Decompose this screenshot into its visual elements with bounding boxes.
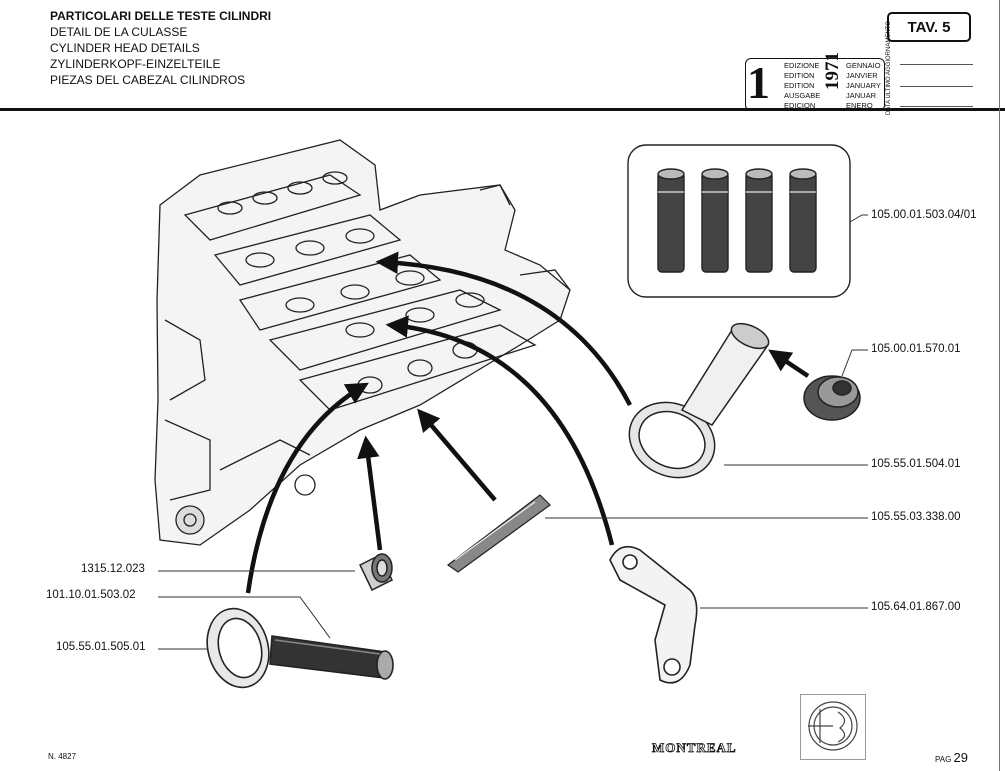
engine-block-illustration — [154, 139, 571, 546]
update-line-1 — [900, 64, 973, 65]
guide-cap — [803, 375, 861, 421]
alfa-romeo-logo — [808, 701, 858, 751]
header-rule — [0, 108, 1005, 111]
part-bush: 1315.12.023 — [81, 563, 145, 575]
left-ring — [206, 607, 270, 689]
part-gasket: 105.55.03.338.00 — [871, 511, 961, 523]
logo-box — [800, 694, 866, 760]
left-guide — [269, 635, 394, 680]
page-value: 29 — [953, 750, 969, 765]
plate-number: 5 — [942, 18, 951, 36]
bush — [359, 553, 393, 592]
brand-name: MONTREAL — [652, 740, 737, 756]
part-ring-left: 105.55.01.505.01 — [56, 641, 146, 653]
page-label: PAG — [935, 755, 952, 764]
page-edge — [999, 0, 1000, 771]
title-italian: PARTICOLARI DELLE TESTE CILINDRI — [50, 9, 272, 23]
update-line-3 — [900, 106, 973, 107]
title-french: DETAIL DE LA CULASSE — [50, 25, 188, 39]
title-english: CYLINDER HEAD DETAILS — [50, 41, 200, 55]
title-german: ZYLINDERKOPF-EINZELTEILE — [50, 57, 221, 71]
edition-months: GENNAIO JANVIER JANUARY JANUAR ENERO — [846, 61, 881, 110]
page-number: PAG 29 — [935, 750, 968, 765]
bracket — [609, 545, 698, 684]
part-guide-left: 101.10.01.503.02 — [46, 589, 136, 601]
plate-number-box: TAV. 5 — [887, 12, 971, 42]
update-line-2 — [900, 86, 973, 87]
part-bracket: 105.64.01.867.00 — [871, 601, 961, 613]
valve-guide-with-ring — [628, 322, 770, 479]
gasket-strip — [446, 494, 551, 573]
title-block: PARTICOLARI DELLE TESTE CILINDRI DETAIL … — [50, 8, 271, 88]
title-spanish: PIEZAS DEL CABEZAL CILINDROS — [50, 73, 246, 87]
part-valve-guides-set: 105.00.01.503.04/01 — [871, 209, 977, 221]
edition-number: 1 — [747, 57, 770, 108]
assembly-arrows — [245, 251, 810, 594]
leader-lines — [158, 214, 868, 650]
edition-labels: EDIZIONE EDITION EDITION AUSGABE EDICION — [784, 61, 821, 110]
doc-number: N. 4827 — [48, 752, 77, 761]
part-guide-cap: 105.00.01.570.01 — [871, 343, 961, 355]
part-guide-ring: 105.55.01.504.01 — [871, 458, 961, 470]
valve-guides-set — [627, 144, 851, 298]
plate-label: TAV. — [907, 18, 939, 36]
